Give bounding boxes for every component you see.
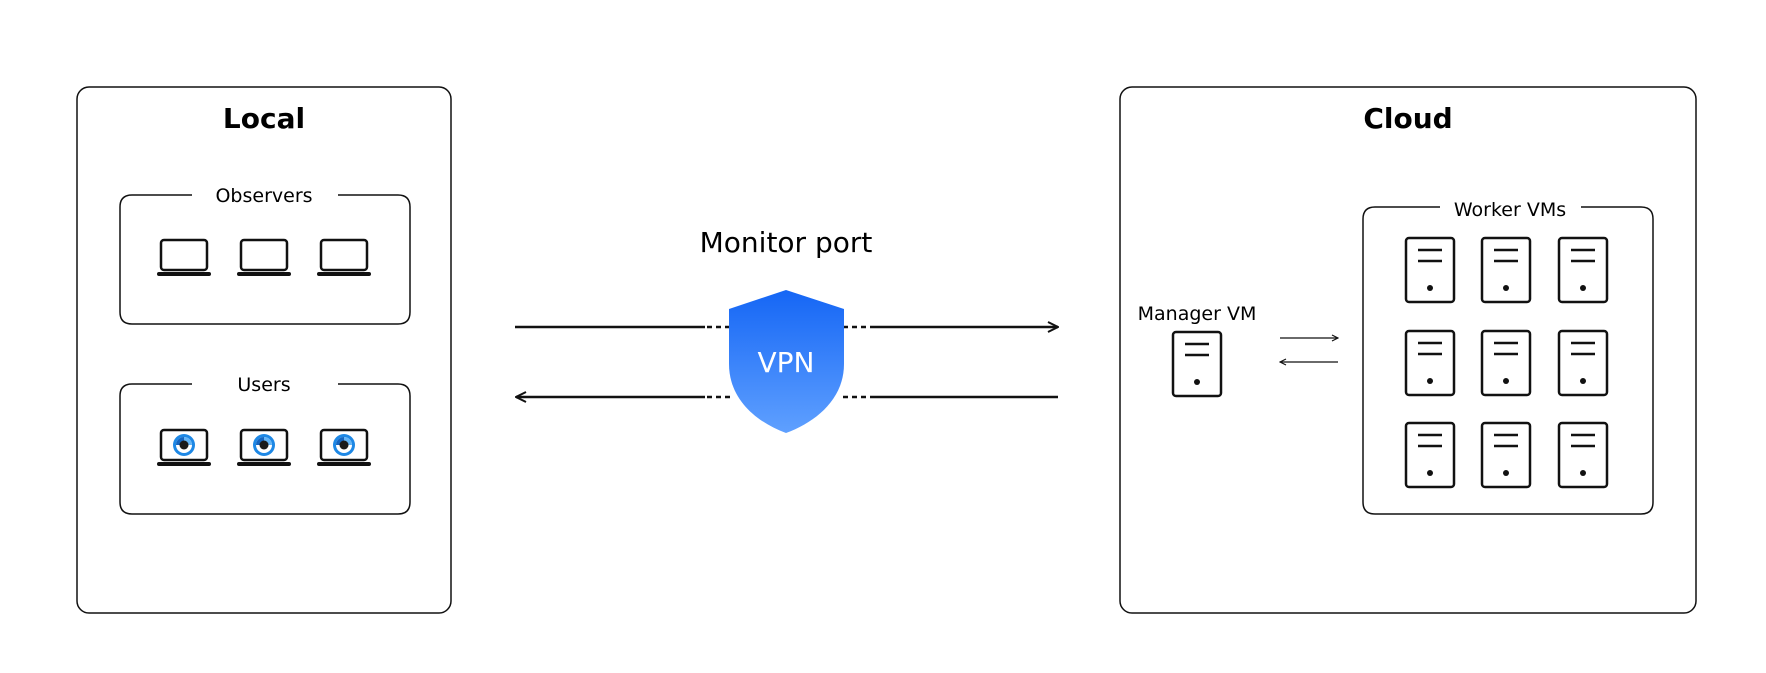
server-icon — [1557, 236, 1609, 304]
server-icon — [1404, 236, 1456, 304]
manager-vm-label: Manager VM — [1138, 303, 1257, 325]
local-panel: Local Observers Users — [76, 86, 452, 614]
server-icon — [1404, 421, 1456, 489]
local-panel-border — [76, 86, 452, 614]
cloud-panel: Cloud Manager VM Worker VMs — [1119, 86, 1697, 614]
observers-label: Observers — [215, 185, 312, 207]
worker-vms-group: Worker VMs — [1362, 199, 1654, 515]
laptop-app-icon — [156, 428, 212, 468]
laptop-app-icon — [236, 428, 292, 468]
server-icon — [1480, 236, 1532, 304]
vpn-label: VPN — [758, 346, 815, 379]
server-icon — [1480, 329, 1532, 397]
users-group-border — [119, 383, 411, 515]
worker-vms-group-border — [1362, 206, 1654, 515]
observers-group: Observers — [119, 185, 411, 325]
worker-vms-label: Worker VMs — [1454, 199, 1566, 221]
manager-vm: Manager VM — [1138, 303, 1257, 398]
server-icon — [1557, 421, 1609, 489]
laptop-icon — [236, 238, 292, 278]
laptop-icon — [156, 238, 212, 278]
local-title: Local — [223, 102, 305, 135]
vpn-shield-icon: VPN — [729, 290, 844, 433]
cloud-title: Cloud — [1363, 102, 1452, 135]
cloud-panel-border — [1119, 86, 1697, 614]
laptop-app-icon — [316, 428, 372, 468]
connection: Monitor port VPN — [515, 226, 1058, 433]
monitor-port-caption: Monitor port — [700, 226, 873, 259]
server-icon — [1404, 329, 1456, 397]
users-group: Users — [119, 374, 411, 515]
users-label: Users — [237, 374, 290, 396]
server-icon — [1557, 329, 1609, 397]
server-icon — [1480, 421, 1532, 489]
laptop-icon — [316, 238, 372, 278]
observers-group-border — [119, 194, 411, 325]
server-icon — [1171, 330, 1223, 398]
